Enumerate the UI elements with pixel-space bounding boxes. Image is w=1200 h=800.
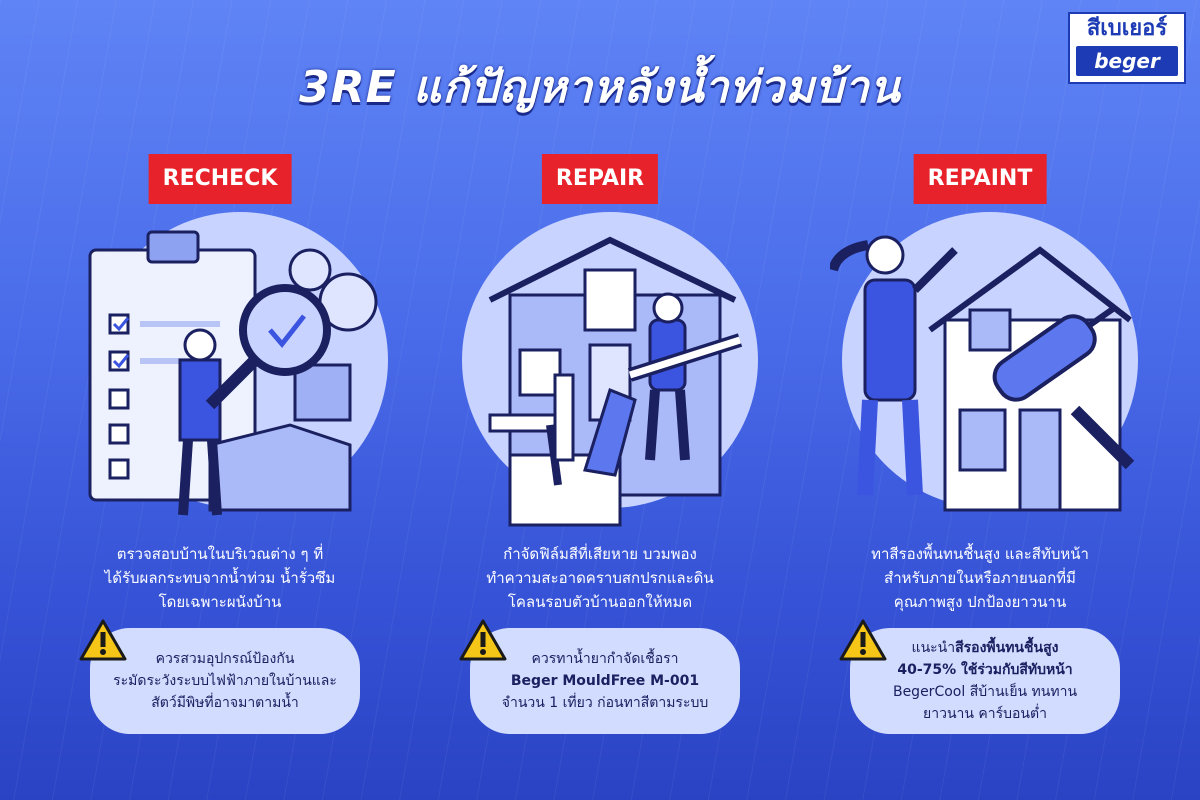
logo-thai-text: สีเบเยอร์: [1086, 16, 1168, 41]
tip-line: ควรทาน้ำยากำจัดเชื้อรา: [531, 651, 679, 667]
tip-bubble: ควรสวมอุปกรณ์ป้องกัน ระมัดระวังระบบไฟฟ้า…: [90, 628, 360, 734]
tip-bubble: แนะนำสีรองพื้นทนชื้นสูง 40-75% ใช้ร่วมกั…: [850, 628, 1120, 734]
desc-line: ได้รับผลกระทบจากน้ำท่วม น้ำรั่วซึม: [104, 569, 336, 587]
tip-line: แนะนำสีรองพื้นทนชื้นสูง: [850, 637, 1120, 659]
tip-highlight: สีรองพื้นทนชื้นสูง: [955, 640, 1059, 656]
tip-prefix: แนะนำ: [911, 640, 956, 656]
page-title: 3RE แก้ปัญหาหลังน้ำท่วมบ้าน: [299, 62, 901, 113]
desc-line: สำหรับภายในหรือภายนอกที่มี: [884, 569, 1076, 587]
section-description: ทาสีรองพื้นทนชื้นสูง และสีทับหน้า สำหรับ…: [800, 542, 1160, 614]
section-recheck: RECHECK ตรวจสอบบ้านในบริเวณต่าง ๆ ที่ ได…: [30, 0, 410, 800]
section-label: REPAIR: [541, 154, 659, 204]
tip-line: จำนวน 1 เที่ยว ก่อนทาสีตามระบบ: [501, 695, 709, 711]
desc-line: ตรวจสอบบ้านในบริเวณต่าง ๆ ที่: [116, 545, 324, 563]
section-description: ตรวจสอบบ้านในบริเวณต่าง ๆ ที่ ได้รับผลกร…: [40, 542, 400, 614]
tip-line: 40-75% ใช้ร่วมกับสีทับหน้า: [897, 662, 1073, 678]
logo-latin-text: beger: [1076, 46, 1178, 76]
tip-line: สัตว์มีพิษที่อาจมาตามน้ำ: [151, 695, 299, 711]
desc-line: ทาสีรองพื้นทนชื้นสูง และสีทับหน้า: [871, 545, 1089, 563]
section-label: RECHECK: [148, 154, 292, 204]
house-repair-toolbox-icon: [462, 212, 758, 527]
warning-icon: [79, 619, 127, 661]
desc-line: โคลนรอบตัวบ้านออกให้หมด: [507, 593, 693, 611]
desc-line: กำจัดฟิล์มสีที่เสียหาย บวมพอง: [503, 545, 697, 563]
tip-bubble: ควรทาน้ำยากำจัดเชื้อรา Beger MouldFree M…: [470, 628, 740, 734]
tip-line: ระมัดระวังระบบไฟฟ้าภายในบ้านและ: [113, 673, 337, 689]
desc-line: โดยเฉพาะผนังบ้าน: [158, 593, 282, 611]
tip-line: ควรสวมอุปกรณ์ป้องกัน: [155, 651, 295, 667]
beger-logo: สีเบเยอร์ beger: [1068, 12, 1186, 84]
section-repaint: REPAINT ทาสีรองพื้นทนชื้นสูง และสีทับหน้…: [790, 0, 1170, 800]
clipboard-magnifier-icon: [88, 212, 388, 516]
warning-icon: [459, 619, 507, 661]
section-label: REPAINT: [913, 154, 1047, 204]
desc-line: คุณภาพสูง ปกป้องยาวนาน: [893, 593, 1067, 611]
desc-line: ทำความสะอาดคราบสกปรกและดิน: [486, 569, 714, 587]
tip-line: ยาวนาน คาร์บอนต่ำ: [923, 706, 1047, 722]
woman-paint-roller-icon: [830, 212, 1138, 512]
tip-product-name: Beger MouldFree M-001: [510, 673, 700, 689]
section-description: กำจัดฟิล์มสีที่เสียหาย บวมพอง ทำความสะอา…: [420, 542, 780, 614]
tip-line: BegerCool สีบ้านเย็น ทนทาน: [892, 684, 1078, 700]
tip-line: Beger MouldFree M-001: [470, 670, 740, 692]
section-repair: REPAIR กำจัดฟิล์มสีที่เสียหาย บวมพอง ทำค…: [410, 0, 790, 800]
warning-icon: [839, 619, 887, 661]
